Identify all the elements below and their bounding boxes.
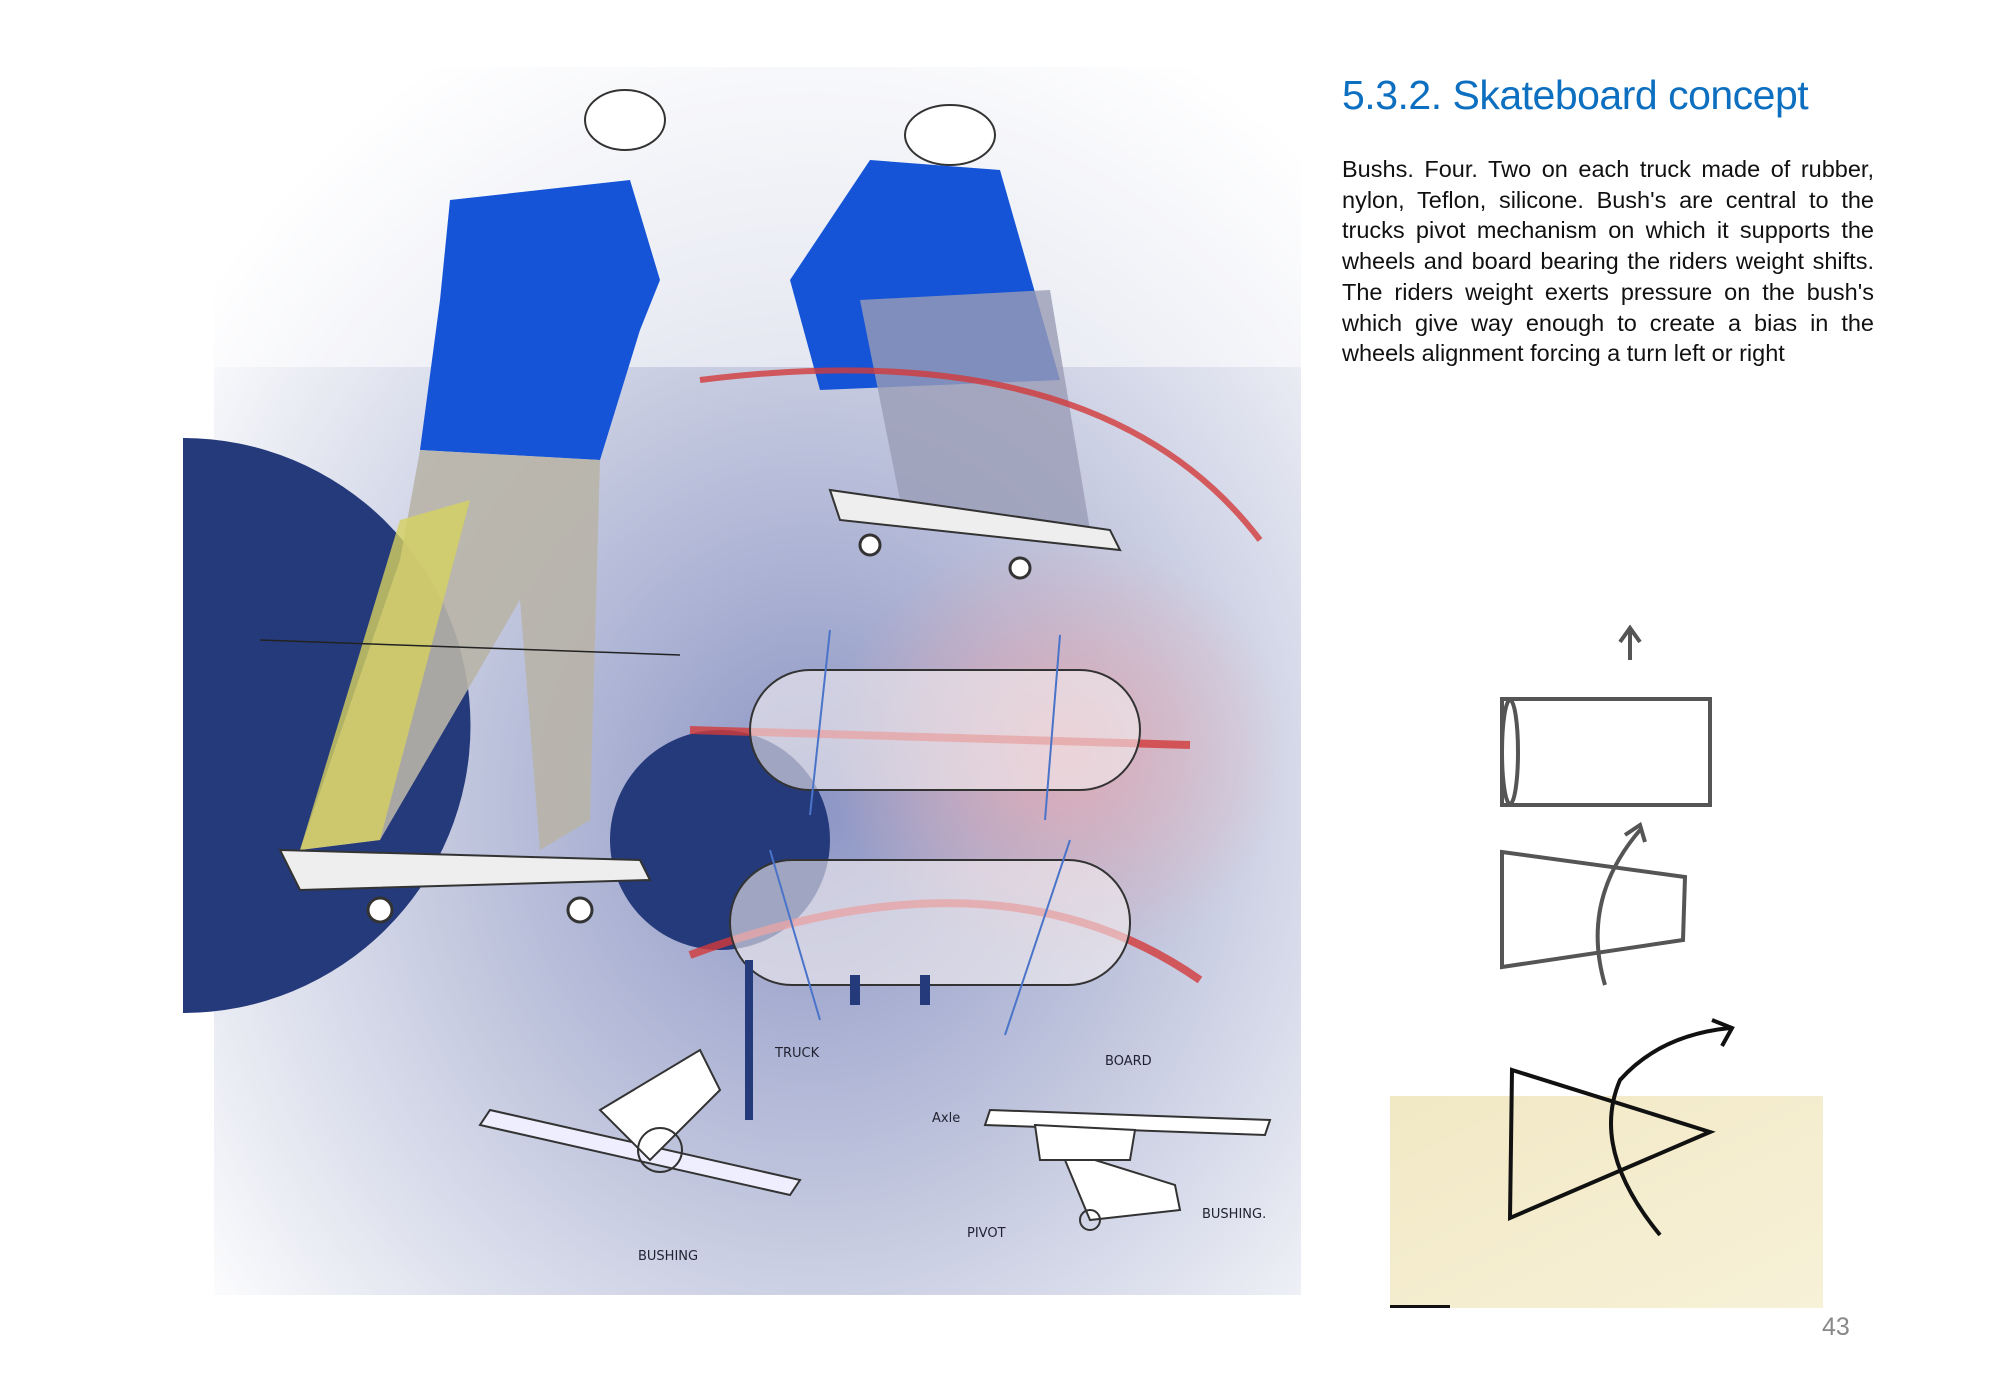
triangle-turn-sketch bbox=[1507, 1018, 1735, 1237]
shape-transform-sketch bbox=[1500, 624, 1712, 986]
label-board: BOARD bbox=[1105, 1054, 1152, 1069]
body-paragraph: Bushs. Four. Two on each truck made of r… bbox=[1342, 156, 1874, 367]
section-title: 5.3.2. Skateboard concept bbox=[1342, 72, 1809, 118]
label-axle: Axle bbox=[932, 1111, 960, 1126]
board-top-view-1 bbox=[749, 669, 1141, 791]
label-pivot: PIVOT bbox=[967, 1226, 1006, 1241]
skater-right bbox=[790, 104, 1122, 580]
board-top-view-2 bbox=[729, 859, 1131, 986]
label-bushing-right: BUSHING. bbox=[1202, 1207, 1266, 1222]
label-bushing-left: BUSHING bbox=[638, 1249, 698, 1264]
page-number: 43 bbox=[1822, 1313, 1850, 1341]
skater-left bbox=[278, 89, 666, 924]
paper-photo bbox=[1390, 1096, 1823, 1308]
label-truck: TRUCK bbox=[774, 1046, 820, 1061]
